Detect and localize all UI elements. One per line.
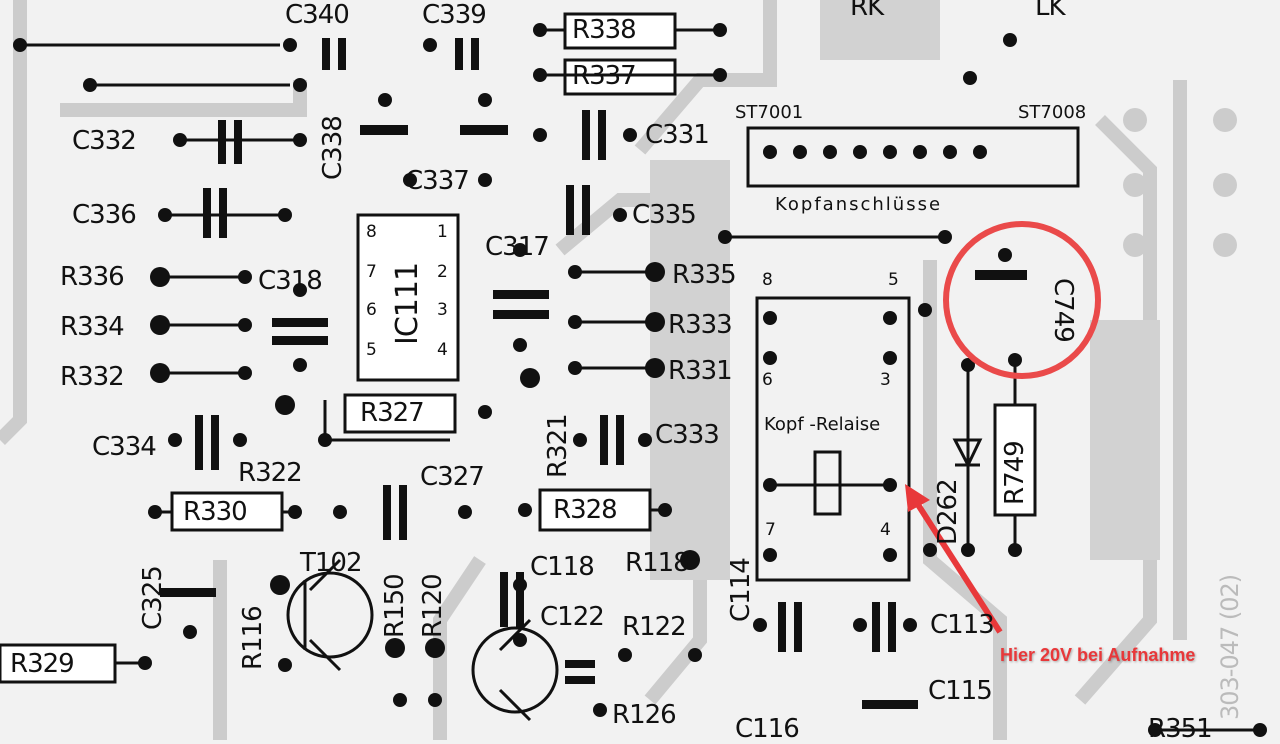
label-c327: C327	[420, 462, 485, 492]
relay-pin-7: 7	[765, 520, 776, 540]
label-c336: C336	[72, 200, 137, 230]
label-r335: R335	[672, 260, 737, 290]
label-r749: R749	[1000, 441, 1030, 505]
ic-pin-7: 7	[366, 262, 377, 282]
ic-pin-1: 1	[437, 222, 448, 242]
copper-pours	[650, 0, 1160, 580]
label-lk: LK	[1035, 0, 1066, 22]
label-r321: R321	[543, 414, 573, 478]
label-st7008: ST7008	[1018, 102, 1087, 123]
label-c335: C335	[632, 200, 697, 230]
label-r122: R122	[622, 612, 687, 642]
label-c122: C122	[540, 602, 605, 632]
label-r322: R322	[238, 458, 303, 488]
label-c325: C325	[138, 566, 168, 630]
label-c749: C749	[1048, 278, 1078, 342]
label-r332: R332	[60, 362, 125, 392]
label-r333: R333	[668, 310, 733, 340]
annotation-arrow	[905, 484, 1003, 634]
ghost-pads	[1123, 108, 1237, 257]
label-c115: C115	[928, 676, 993, 706]
label-st7001: ST7001	[735, 102, 804, 123]
label-c337: C337	[405, 166, 470, 196]
label-r118: R118	[625, 548, 690, 578]
label-c340: C340	[285, 0, 350, 30]
ic-pin-2: 2	[437, 262, 448, 282]
label-rk: RK	[850, 0, 884, 22]
relay-pin-6: 6	[762, 370, 773, 390]
relay-pin-4: 4	[880, 520, 891, 540]
ic-pin-3: 3	[437, 300, 448, 320]
label-c332: C332	[72, 126, 137, 156]
label-c331: C331	[645, 120, 710, 150]
label-c318: C318	[258, 266, 323, 296]
label-r327: R327	[360, 398, 425, 428]
component-outlines	[0, 12, 1260, 732]
label-c113: C113	[930, 610, 995, 640]
label-relay: Kopf -Relaise	[764, 414, 881, 435]
label-r120: R120	[418, 574, 448, 638]
label-r331: R331	[668, 356, 733, 386]
ic-pin-5: 5	[366, 340, 377, 360]
label-c333: C333	[655, 420, 720, 450]
label-r336: R336	[60, 262, 125, 292]
label-r126: R126	[612, 700, 677, 730]
label-r328: R328	[553, 495, 618, 525]
label-r330: R330	[183, 497, 248, 527]
label-r116: R116	[238, 606, 268, 670]
relay-pin-8: 8	[762, 270, 773, 290]
label-d262: D262	[933, 479, 963, 545]
ic-pin-6: 6	[366, 300, 377, 320]
label-r338: R338	[572, 15, 637, 45]
capacitor-plates	[160, 38, 1027, 709]
label-r150: R150	[380, 574, 410, 638]
label-r337: R337	[572, 61, 637, 91]
label-c317: C317	[485, 232, 550, 262]
label-c334: C334	[92, 432, 157, 462]
ic-pin-4: 4	[437, 340, 448, 360]
label-r334: R334	[60, 312, 125, 342]
board-id: 303-047 (02)	[1216, 574, 1244, 720]
label-c339: C339	[422, 0, 487, 30]
relay-pin-5: 5	[888, 270, 899, 290]
label-r351: R351	[1148, 714, 1213, 744]
label-ic111: IC111	[390, 262, 425, 345]
ic-pin-8: 8	[366, 222, 377, 242]
label-r329: R329	[10, 649, 75, 679]
label-t102: T102	[300, 548, 363, 578]
label-c338: C338	[318, 116, 348, 180]
label-c116: C116	[735, 714, 800, 744]
label-kopfanschluesse: Kopfanschlüsse	[775, 194, 943, 215]
solder-pads	[13, 23, 1267, 737]
annotation-text: Hier 20V bei Aufnahme	[1000, 645, 1196, 665]
highlight-circle	[943, 221, 1101, 379]
relay-pin-3: 3	[880, 370, 891, 390]
label-c114: C114	[726, 558, 756, 622]
label-c118: C118	[530, 552, 595, 582]
